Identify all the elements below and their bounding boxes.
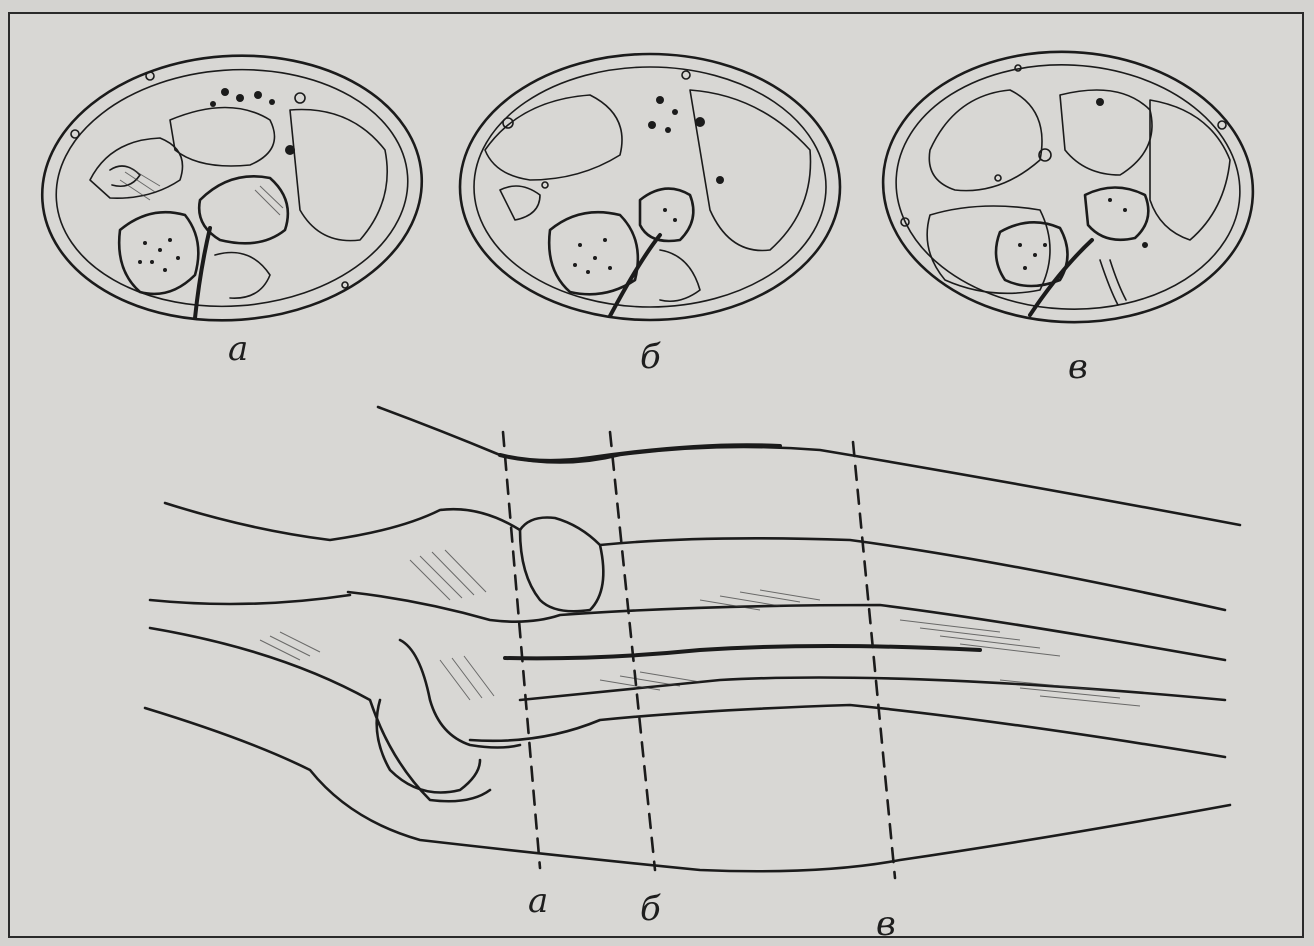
cross-section-b [460, 54, 840, 320]
level-label-v: в [876, 904, 896, 944]
level-line-a [503, 432, 540, 868]
level-label-b: б [640, 889, 661, 929]
cross-section-label-v: в [1068, 347, 1088, 387]
level-line-b [610, 432, 655, 870]
cross-section-label-b: б [640, 337, 661, 377]
level-label-a: а [528, 881, 548, 921]
cross-section-label-a: а [228, 329, 248, 369]
cross-section-v [876, 43, 1260, 332]
cross-section-a [33, 43, 430, 333]
longitudinal-view [145, 407, 1240, 878]
level-line-v [853, 442, 895, 878]
